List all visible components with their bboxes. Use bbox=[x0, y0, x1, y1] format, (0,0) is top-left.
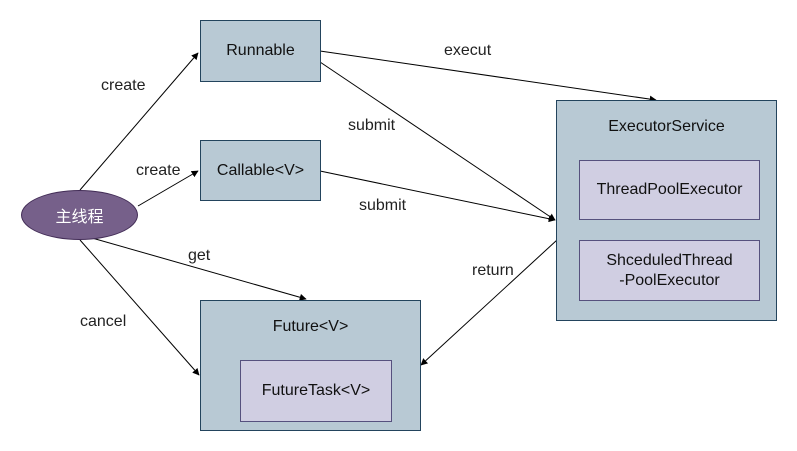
scheduled-label-line2: -PoolExecutor bbox=[619, 271, 720, 289]
edge-create-runnable bbox=[79, 52, 199, 191]
future-task-node: FutureTask<V> bbox=[240, 360, 392, 422]
label-create-callable: create bbox=[136, 162, 181, 179]
future-title: Future<V> bbox=[272, 318, 349, 335]
scheduled-thread-pool-executor-node: ShceduledThread -PoolExecutor bbox=[579, 240, 760, 301]
callable-label: Callable<V> bbox=[216, 161, 305, 179]
future-container: Future<V> FutureTask<V> bbox=[200, 300, 421, 431]
label-execut: execut bbox=[444, 42, 492, 59]
edge-return bbox=[420, 239, 558, 366]
edge-create-callable bbox=[137, 170, 199, 207]
thread-pool-executor-label: ThreadPoolExecutor bbox=[596, 181, 743, 198]
runnable-label: Runnable bbox=[226, 42, 295, 59]
label-create-runnable: create bbox=[101, 77, 146, 94]
label-submit-callable: submit bbox=[359, 197, 407, 214]
runnable-node: Runnable bbox=[200, 20, 321, 82]
label-return: return bbox=[472, 262, 514, 279]
label-cancel: cancel bbox=[80, 313, 127, 330]
callable-node: Callable<V> bbox=[200, 140, 321, 201]
edge-submit-callable bbox=[319, 170, 556, 223]
edge-get bbox=[91, 237, 307, 301]
main-thread-node: 主线程 bbox=[21, 190, 138, 240]
thread-pool-executor-node: ThreadPoolExecutor bbox=[579, 160, 760, 220]
main-thread-label: 主线程 bbox=[55, 207, 104, 226]
label-submit-runnable: submit bbox=[348, 117, 396, 134]
executor-service-container: ExecutorService ThreadPoolExecutor Shced… bbox=[556, 100, 777, 321]
executor-service-title: ExecutorService bbox=[608, 118, 725, 135]
edge-cancel bbox=[79, 239, 200, 376]
edge-execut bbox=[319, 50, 657, 103]
future-task-label: FutureTask<V> bbox=[261, 382, 371, 399]
edge-submit-runnable bbox=[319, 61, 556, 221]
scheduled-label-line1: ShceduledThread bbox=[606, 251, 733, 269]
label-get: get bbox=[188, 247, 211, 264]
